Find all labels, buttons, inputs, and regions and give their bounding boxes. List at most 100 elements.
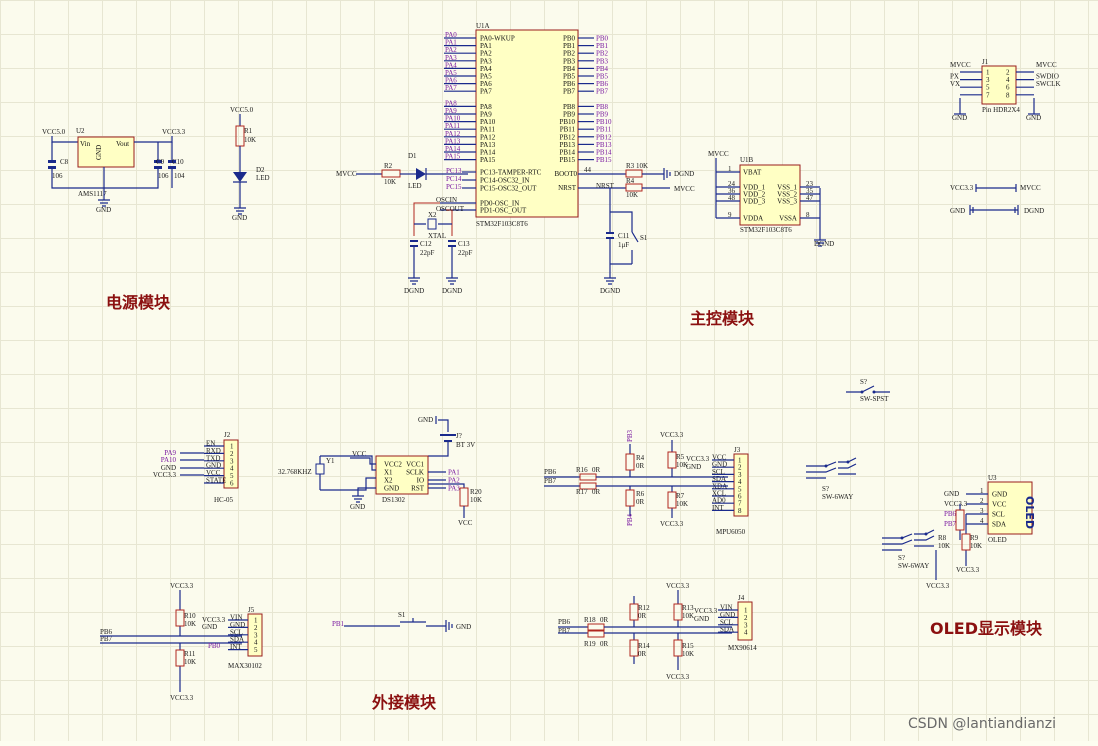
u1b-num-8: 8 <box>806 211 810 219</box>
power-section-title: 电源模块 <box>106 293 171 312</box>
mcu-net-pb12: PB12 <box>596 133 612 141</box>
r4-value-main: 10K <box>626 191 638 199</box>
mcu-pin-pa4: PA4 <box>480 65 492 73</box>
mcu-pin-pa1: PA1 <box>480 42 492 50</box>
vin-pin: Vin <box>80 140 91 148</box>
r3-dgnd: DGND <box>674 170 694 178</box>
mcu-net-pa15: PA15 <box>445 153 461 161</box>
ams1117-body <box>77 136 135 168</box>
mcu-net-pa0: PA0 <box>445 31 457 39</box>
oled-net-1: VCC3.3 <box>944 500 968 508</box>
max-num-2: 2 <box>254 624 258 632</box>
mcu-net-pb1: PB1 <box>596 42 609 50</box>
ds1302-vcc: VCC <box>352 450 367 458</box>
mcu-pin-pa5: PA5 <box>480 73 492 81</box>
mcu-pin-pb1: PB1 <box>563 42 576 50</box>
r14-ref: R14 <box>638 642 650 650</box>
u1b-num-47: 47 <box>806 194 814 202</box>
oled-module: U3 OLED OLED GND1GNDVCC2VCC3.3SCL3PB6SDA… <box>926 474 1036 590</box>
u1b-pin-vss_1: VSS_1 <box>777 184 797 192</box>
max-vcc-pin: VCC3.3 <box>202 616 226 624</box>
hc05-pin-vcc: VCC <box>206 469 221 477</box>
x2-crystal-icon <box>427 218 437 230</box>
u1b-pin-vss_2: VSS_2 <box>777 191 797 199</box>
ds-pin-rst: RST <box>411 485 425 493</box>
s7c-ref: S? <box>898 554 905 562</box>
mpu-gnd-pin: GND <box>686 463 701 471</box>
mx-vcc-top: VCC3.3 <box>666 582 690 590</box>
mpu-pin-int: INT <box>712 504 724 512</box>
max-pin-scl: SCL <box>230 628 243 636</box>
mx-pin-sda: SDA <box>720 626 734 634</box>
max-pin-gnd: GND <box>230 621 245 629</box>
r10-ref: R10 <box>184 612 196 620</box>
u1b-num-1: 1 <box>728 165 732 173</box>
ds-net-pa2: PA2 <box>448 477 460 485</box>
hc05-pin-txd: TXD <box>206 454 220 462</box>
c11-value: 1μF <box>618 241 629 249</box>
mcu-net-pb0: PB0 <box>596 35 609 43</box>
c13-dgnd: DGND <box>442 287 462 295</box>
mcu-pin-pb6: PB6 <box>563 80 576 88</box>
mcu-pin-pb8: PB8 <box>563 103 576 111</box>
u1b-num-9: 9 <box>728 211 732 219</box>
mpu-pin-vcc: VCC <box>712 454 727 462</box>
mcu-net-pa3: PA3 <box>445 54 457 62</box>
mcu-net-pa10: PA10 <box>445 115 461 123</box>
j1-pin-5: 5 <box>986 84 990 92</box>
mpu-num-4: 4 <box>738 478 742 486</box>
j1-pin-8: 8 <box>1006 91 1010 99</box>
mcu-net-pb15: PB15 <box>596 156 612 164</box>
pin44-label: 44 <box>584 166 592 174</box>
mcu-pin-pa9: PA9 <box>480 111 492 119</box>
r1-resistor <box>235 125 245 147</box>
ds-pin-sclk: SCLK <box>406 469 424 477</box>
mpu-pb6: PB6 <box>544 468 557 476</box>
mcu-pin-pb12: PB12 <box>559 133 575 141</box>
mcu-net-pc14: PC14 <box>446 175 462 183</box>
u1b-part: STM32F103C8T6 <box>740 226 792 234</box>
nrst-net: NRST <box>596 182 615 190</box>
max-pin-sda: SDA <box>230 636 244 644</box>
mx-num-2: 2 <box>744 614 748 622</box>
j1-right-net-1: SWDIO <box>1036 73 1059 81</box>
mcu-net-pb4: PB4 <box>596 65 609 73</box>
led-net-label: VCC5.0 <box>230 106 254 114</box>
oled-num-3: 3 <box>980 507 984 515</box>
oled-body <box>987 481 1033 535</box>
r6-ref: R6 <box>636 490 645 498</box>
ds-pin-x1: X1 <box>384 469 393 477</box>
mx-num-4: 4 <box>744 629 748 637</box>
mpu-pin-gnd: GND <box>712 461 727 469</box>
j1-left-net-2: VX <box>950 80 960 88</box>
mpu-pin-scl: SCL <box>712 468 725 476</box>
max-num-5: 5 <box>254 646 258 654</box>
hc05-pin-en: EN <box>206 440 215 448</box>
mpu-pin-sda: SDA <box>712 475 726 483</box>
oled-vcc-bottom2: VCC3.3 <box>926 582 950 590</box>
j1-right-net-0: MVCC <box>1036 61 1057 69</box>
mcu-net-pa6: PA6 <box>445 77 457 85</box>
j2-ref: J2 <box>224 431 231 439</box>
mcu-pin-pa15: PA15 <box>480 156 496 164</box>
mcu-net-pb13: PB13 <box>596 141 612 149</box>
mpu-num-6: 6 <box>738 493 742 501</box>
oled-pin-gnd: GND <box>992 491 1007 499</box>
max-num-3: 3 <box>254 631 258 639</box>
mcu-net-pb9: PB9 <box>596 111 609 119</box>
d1-led-icon <box>416 168 426 180</box>
max30102-part: MAX30102 <box>228 662 262 670</box>
hc05-num-2: 2 <box>230 450 234 458</box>
gnd-pin: GND <box>95 145 103 160</box>
mpu-num-1: 1 <box>738 457 742 465</box>
mcu-pin-pd0: PD0-OSC_IN <box>480 200 519 208</box>
mcu-net-pa9: PA9 <box>445 107 457 115</box>
j1-body <box>981 65 1017 105</box>
mcu-pin-pa11: PA11 <box>480 126 496 134</box>
mpu-vcc-pin: VCC3.3 <box>686 455 710 463</box>
external-section-title: 外接模块 <box>371 693 437 712</box>
y1-ref: Y1 <box>326 457 335 465</box>
u1b-num-35: 35 <box>806 187 814 195</box>
hc05-num-4: 4 <box>230 465 234 473</box>
